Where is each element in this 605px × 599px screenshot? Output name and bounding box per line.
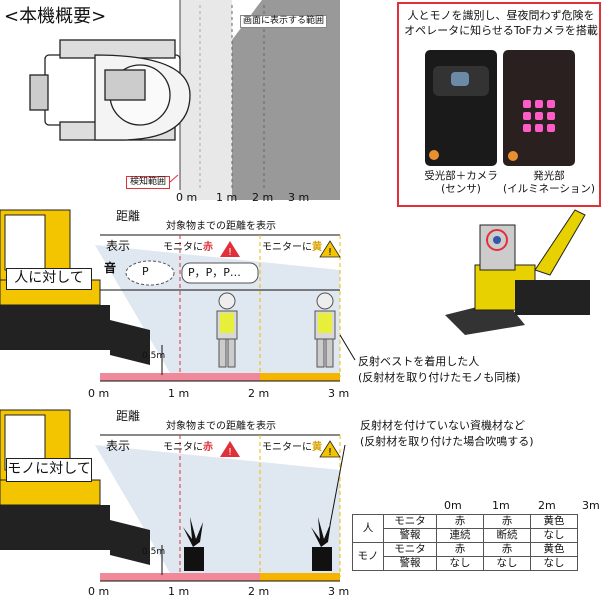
person-icon-1 (216, 292, 238, 368)
table-cell: モニタ (383, 542, 437, 557)
table-cell: 連続 (436, 528, 484, 543)
object-note-line2: (反射材を取り付けた場合吹鳴する) (360, 435, 534, 448)
person-height-label: 0.5m (142, 351, 166, 361)
table-row: モノ モニタ 赤 赤 黄色 (352, 542, 578, 571)
object-axis-0: 0 m (88, 585, 110, 598)
person-sound-label: 音 (104, 261, 117, 275)
excavator-3d-image (445, 209, 590, 335)
table-cell: 断続 (483, 528, 531, 543)
person-panel-diagram: ! ! (0, 209, 356, 382)
table-header-0m: 0m (444, 499, 462, 512)
top-axis-0: 0 m (176, 191, 198, 204)
object-display-label: 表示 (106, 439, 131, 453)
object-distance-label: 距離 (116, 409, 141, 423)
table-row: 警報 連続 断続 なし (353, 528, 578, 543)
svg-text:!: ! (228, 447, 232, 458)
object-axis-2: 2 m (248, 585, 270, 598)
svg-text:!: ! (328, 247, 332, 258)
yellow-zone-bar-person (260, 373, 340, 381)
person-distance-label: 距離 (116, 209, 141, 223)
page-title: <本機概要> (4, 6, 107, 27)
person-axis-0: 0 m (88, 387, 110, 400)
table-cell: なし (436, 556, 484, 571)
table-cell: 赤 (483, 542, 531, 557)
top-axis-3: 3 m (288, 191, 310, 204)
object-monitor-red-word: 赤 (203, 442, 213, 453)
person-axis-3: 3 m (328, 387, 350, 400)
svg-text:!: ! (328, 447, 332, 458)
vest-note-line1: 反射ベストを着用した人 (358, 355, 480, 368)
person-panel-label: 人に対して (6, 268, 92, 290)
object-axis-1: 1 m (168, 585, 190, 598)
screen-range-label: 画面に表示する範囲 (240, 15, 328, 28)
sensor-caption-line2: (センサ) (441, 183, 481, 195)
person-monitor-red-word: 赤 (203, 242, 213, 253)
person-monitor-yellow: モニターに (262, 242, 312, 253)
detect-range-label: 検知範囲 (126, 176, 171, 189)
person-beep-single: P (142, 265, 149, 278)
person-monitor-red: モニタに (163, 242, 203, 253)
table-cell: モニタ (383, 514, 437, 529)
person-beep-multi: P，P，P… (188, 266, 241, 279)
excavator-top-icon (29, 39, 191, 141)
svg-text:!: ! (228, 247, 232, 258)
table-cell: 黄色 (530, 542, 578, 557)
table-header-2m: 2m (538, 499, 556, 512)
top-axis-1: 1 m (216, 191, 238, 204)
table-cell: 警報 (383, 528, 437, 543)
table-cell: 警報 (383, 556, 437, 571)
camera-info-box: 人とモノを識別し、昼夜問わず危険を オペレータに知らせるToFカメラを搭載 受光… (397, 2, 601, 207)
sensor-caption-line1: 受光部＋カメラ (424, 170, 498, 182)
top-view-diagram (29, 0, 340, 200)
person-axis-1: 1 m (168, 387, 190, 400)
table-group-object: モノ (352, 542, 384, 571)
object-axis-3: 3 m (328, 585, 350, 598)
top-axis-2: 2 m (252, 191, 274, 204)
camera-title-line2: オペレータに知らせるToFカメラを搭載 (404, 24, 598, 37)
table-group-person: 人 (352, 514, 384, 543)
table-cell: なし (483, 556, 531, 571)
person-display-label: 表示 (106, 239, 131, 253)
table-cell: なし (530, 556, 578, 571)
object-note-line1: 反射材を付けていない資機材など (360, 419, 525, 432)
person-axis-2: 2 m (248, 387, 270, 400)
object-panel-label: モノに対して (6, 458, 92, 482)
illum-caption-line1: 発光部 (533, 170, 565, 182)
yellow-zone-bar-object (260, 573, 340, 581)
red-zone-bar-object (100, 573, 260, 581)
plant-icon-1 (183, 517, 204, 571)
object-monitor-yellow-word: 黄 (312, 442, 322, 453)
person-monitor-yellow-word: 黄 (312, 242, 322, 253)
plant-icon-2 (311, 517, 332, 571)
table-cell: なし (530, 528, 578, 543)
table-cell: 黄色 (530, 514, 578, 529)
object-distance-desc: 対象物までの距離を表示 (166, 421, 276, 432)
person-distance-desc: 対象物までの距離を表示 (166, 221, 276, 232)
screen-range-zone (232, 0, 340, 200)
table-cell: 赤 (483, 514, 531, 529)
table-row: 人 モニタ 赤 赤 黄色 (352, 514, 578, 543)
camera-title-line1: 人とモノを識別し、昼夜問わず危険を (407, 9, 595, 22)
table-row: 警報 なし なし なし (353, 556, 578, 571)
object-height-label: 0.5m (142, 547, 166, 557)
object-monitor-red: モニタに (163, 442, 203, 453)
table-cell: 赤 (436, 542, 484, 557)
table-header-1m: 1m (492, 499, 510, 512)
summary-table: 人 モニタ 赤 赤 黄色 警報 連続 断続 なし モノ モニタ 赤 赤 黄色 警… (352, 514, 578, 571)
vest-note-line2: (反射材を取り付けたモノも同様) (358, 371, 521, 384)
illum-caption-line2: (イルミネーション) (503, 183, 595, 195)
illumination-unit-image (503, 50, 575, 166)
object-panel-diagram: ! ! (0, 409, 346, 582)
object-monitor-yellow: モニターに (262, 442, 312, 453)
table-cell: 赤 (436, 514, 484, 529)
sensor-unit-image (425, 50, 497, 166)
detect-zone-near (180, 0, 232, 200)
red-zone-bar-person (100, 373, 180, 381)
person-icon-2 (314, 292, 336, 368)
table-header-3m: 3m (582, 499, 600, 512)
